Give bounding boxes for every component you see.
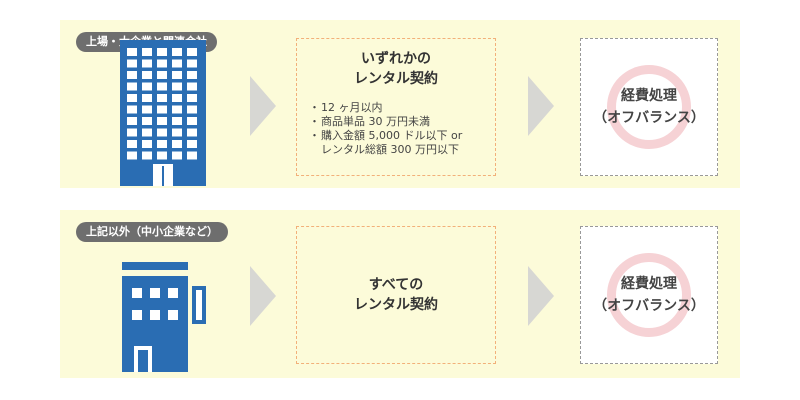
condition-list: 12 ヶ月以内 商品単品 30 万円未満 購入金額 5,000 ドル以下 or …	[309, 101, 489, 157]
expense-result-box: 経費処理 （オフバランス）	[580, 226, 718, 364]
condition-item: 12 ヶ月以内	[309, 101, 489, 115]
result-line2: （オフバランス）	[593, 298, 705, 314]
condition-item: 商品単品 30 万円未満	[309, 115, 489, 129]
other-company-panel: 上記以外（中小企業など） すべての レンタル契約 経費処理 （オフバランス）	[60, 210, 740, 378]
arrow-right-icon	[250, 76, 276, 136]
arrow-right-icon	[528, 76, 554, 136]
condition-title-line2: レンタル契約	[354, 71, 438, 87]
tall-building-icon	[120, 40, 206, 186]
arrow-right-icon	[528, 266, 554, 326]
arrow-right-icon	[250, 266, 276, 326]
small-building-icon	[122, 262, 206, 372]
listed-company-panel: 上場・大企業と関連会社 いずれかの レンタル契約 12 ヶ月以内 商品単品 30…	[60, 20, 740, 188]
result-line1: 経費処理	[621, 88, 677, 104]
result-line2: （オフバランス）	[593, 110, 705, 126]
result-line1: 経費処理	[621, 276, 677, 292]
condition-title-line1: いずれかの	[361, 51, 431, 67]
condition-box: いずれかの レンタル契約 12 ヶ月以内 商品単品 30 万円未満 購入金額 5…	[296, 38, 496, 176]
circle-mark-icon	[607, 65, 691, 149]
circle-mark-icon	[607, 253, 691, 337]
condition-item: 購入金額 5,000 ドル以下 or レンタル総額 300 万円以下	[309, 129, 489, 157]
other-company-tag: 上記以外（中小企業など）	[76, 222, 228, 242]
contract-title-line2: レンタル契約	[354, 297, 438, 313]
contract-title-line1: すべての	[368, 277, 424, 293]
contract-box: すべての レンタル契約	[296, 226, 496, 364]
expense-result-box: 経費処理 （オフバランス）	[580, 38, 718, 176]
